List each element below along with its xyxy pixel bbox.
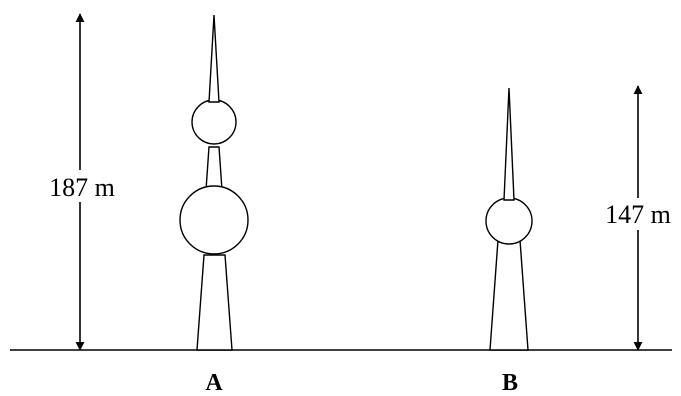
tower-a bbox=[179, 14, 249, 351]
tower-a-small-sphere bbox=[191, 99, 237, 145]
tower-b-label: B bbox=[502, 370, 518, 396]
height-label-b: 147 m bbox=[605, 200, 671, 229]
tower-a-base bbox=[196, 254, 233, 351]
tower-b-base bbox=[489, 239, 529, 351]
height-label-a-backdrop bbox=[42, 170, 122, 202]
height-label-a: 187 m bbox=[49, 173, 115, 202]
height-label-b-backdrop bbox=[598, 198, 678, 230]
tower-b-sphere bbox=[485, 197, 533, 245]
tower-a-label: A bbox=[205, 370, 223, 396]
tower-a-shaft bbox=[205, 146, 223, 191]
tower-a-large-sphere bbox=[179, 185, 249, 255]
tower-b-spire bbox=[503, 87, 515, 201]
tower-a-spire bbox=[208, 14, 220, 103]
tower-b bbox=[485, 87, 533, 351]
